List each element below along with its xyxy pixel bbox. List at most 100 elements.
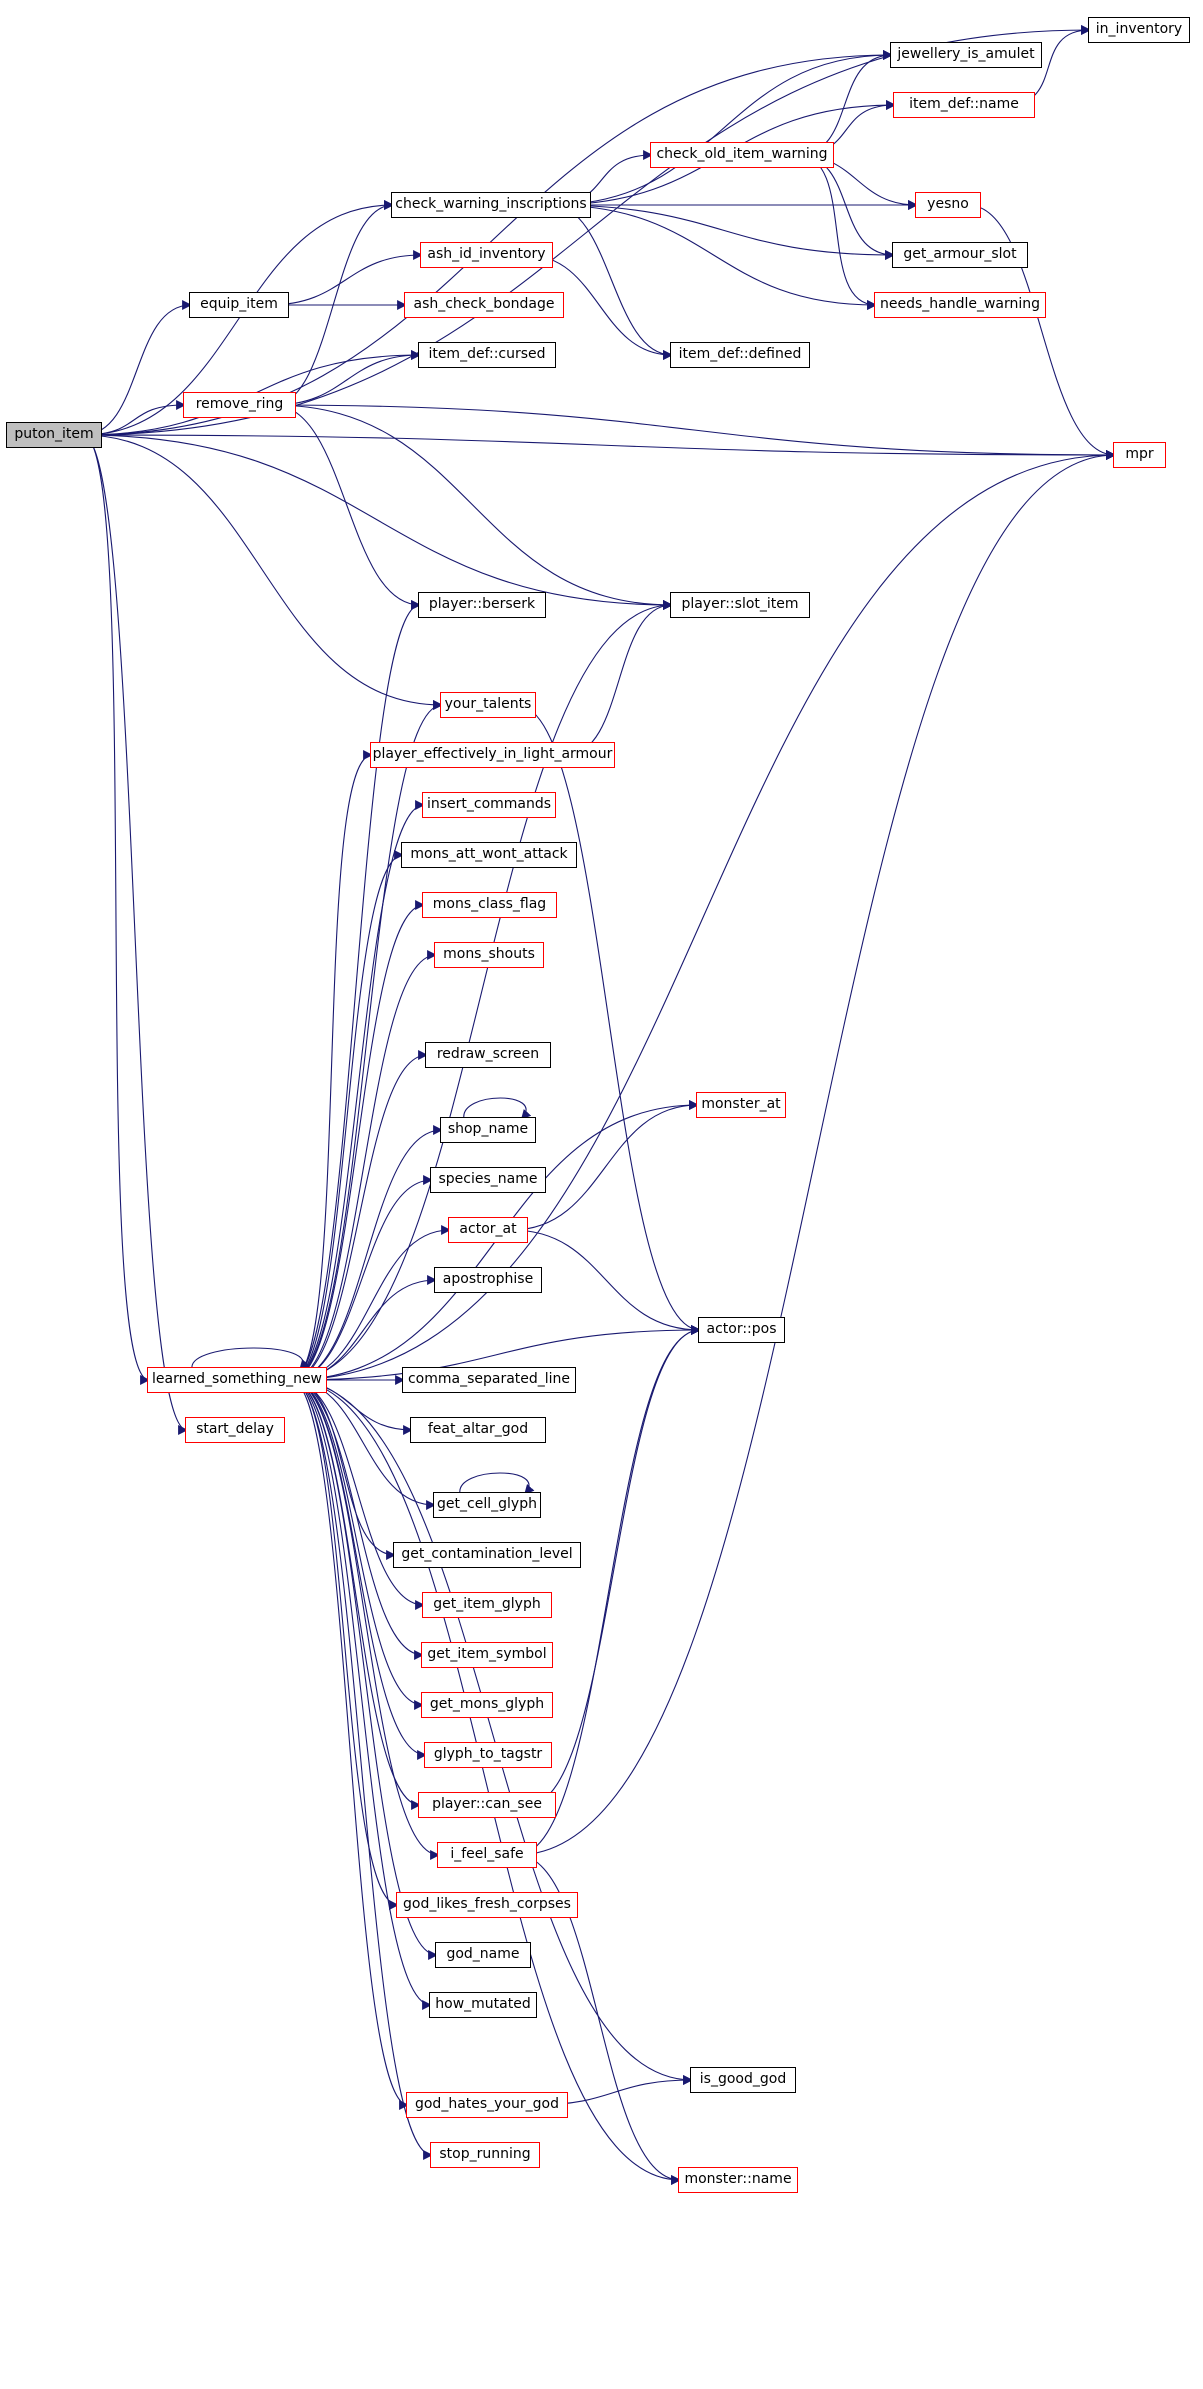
edge-player-can-see-to-actor-pos: [528, 1325, 701, 1806]
node-player-can-see[interactable]: player::can_see: [418, 1792, 556, 1818]
node-glyph-to-tagstr[interactable]: glyph_to_tagstr: [424, 1742, 552, 1768]
node-get-contamination-level[interactable]: get_contamination_level: [393, 1542, 581, 1568]
edge-i-feel-safe-to-mpr: [516, 450, 1116, 1856]
node-in-inventory[interactable]: in_inventory: [1088, 17, 1190, 43]
node-mpr[interactable]: mpr: [1113, 442, 1166, 468]
edge-remove-ring-to-player-berserk: [273, 404, 421, 610]
edge-remove-ring-to-mpr: [273, 404, 1116, 460]
node-god-likes-fresh-corpses[interactable]: god_likes_fresh_corpses: [396, 1892, 578, 1918]
edge-learned-something-new-to-learned-something-new: [191, 1347, 310, 1370]
edge-learned-something-new-to-god-name: [290, 1379, 438, 1960]
node-mons-shouts[interactable]: mons_shouts: [434, 942, 544, 968]
edge-learned-something-new-to-player-effectively-in-light-armour: [290, 750, 373, 1381]
edge-puton-item-to-in-inventory: [82, 25, 1091, 436]
node-comma-separated-line[interactable]: comma_separated_line: [402, 1367, 576, 1393]
edge-check-warning-inscriptions-to-jewellery-is-amulet: [550, 50, 893, 206]
node-item-def-name[interactable]: item_def::name: [893, 92, 1035, 118]
edge-check-warning-inscriptions-to-item-def-defined: [550, 204, 673, 360]
edge-learned-something-new-to-i-feel-safe: [290, 1379, 440, 1860]
node-get-armour-slot[interactable]: get_armour_slot: [892, 242, 1028, 268]
node-stop-running[interactable]: stop_running: [430, 2142, 540, 2168]
edge-learned-something-new-to-player-slot-item: [290, 600, 673, 1381]
edge-get-cell-glyph-to-get-cell-glyph: [459, 1472, 535, 1495]
node-is-good-god[interactable]: is_good_god: [690, 2067, 796, 2093]
node-get-item-symbol[interactable]: get_item_symbol: [421, 1642, 553, 1668]
edge-remove-ring-to-item-def-cursed: [273, 350, 421, 406]
node-feat-altar-god[interactable]: feat_altar_god: [410, 1417, 546, 1443]
node-monster-name[interactable]: monster::name: [678, 2167, 798, 2193]
edge-learned-something-new-to-actor-pos: [290, 1325, 701, 1381]
edge-learned-something-new-to-god-likes-fresh-corpses: [290, 1379, 399, 1910]
edge-learned-something-new-to-player-can-see: [290, 1379, 421, 1810]
node-insert-commands[interactable]: insert_commands: [422, 792, 556, 818]
node-puton-item: puton_item: [6, 422, 102, 448]
edge-puton-item-to-player-slot-item: [82, 434, 673, 610]
edge-yesno-to-mpr: [967, 204, 1116, 460]
node-equip-item[interactable]: equip_item: [189, 292, 289, 318]
node-actor-pos[interactable]: actor::pos: [698, 1317, 785, 1343]
edge-learned-something-new-to-insert-commands: [290, 800, 425, 1381]
node-jewellery-is-amulet[interactable]: jewellery_is_amulet: [890, 42, 1042, 68]
node-player-berserk[interactable]: player::berserk: [418, 592, 546, 618]
node-shop-name[interactable]: shop_name: [440, 1117, 536, 1143]
node-how-mutated[interactable]: how_mutated: [429, 1992, 537, 2018]
node-i-feel-safe[interactable]: i_feel_safe: [437, 1842, 537, 1868]
edge-learned-something-new-to-monster-name: [290, 1379, 681, 2185]
node-get-mons-glyph[interactable]: get_mons_glyph: [421, 1692, 553, 1718]
edge-puton-item-to-equip-item: [82, 300, 192, 436]
edge-learned-something-new-to-is-good-god: [290, 1379, 693, 2085]
node-actor-at[interactable]: actor_at: [448, 1217, 528, 1243]
node-start-delay[interactable]: start_delay: [185, 1417, 285, 1443]
edge-learned-something-new-to-mpr: [290, 450, 1116, 1381]
node-needs-handle-warning[interactable]: needs_handle_warning: [874, 292, 1046, 318]
node-remove-ring[interactable]: remove_ring: [183, 392, 296, 418]
node-yesno[interactable]: yesno: [915, 192, 981, 218]
edge-learned-something-new-to-mons-shouts: [290, 950, 437, 1381]
edge-equip-item-to-ash-id-inventory: [268, 250, 423, 306]
node-check-warning-inscriptions[interactable]: check_warning_inscriptions: [391, 192, 591, 218]
edge-learned-something-new-to-stop-running: [290, 1379, 433, 2160]
edge-learned-something-new-to-how-mutated: [290, 1379, 432, 2010]
node-mons-att-wont-attack[interactable]: mons_att_wont_attack: [401, 842, 577, 868]
node-species-name[interactable]: species_name: [430, 1167, 546, 1193]
edge-check-warning-inscriptions-to-get-armour-slot: [550, 204, 895, 260]
node-god-name[interactable]: god_name: [435, 1942, 531, 1968]
edge-learned-something-new-to-mons-att-wont-attack: [290, 850, 404, 1381]
node-monster-at[interactable]: monster_at: [696, 1092, 786, 1118]
edge-learned-something-new-to-actor-at: [290, 1225, 451, 1381]
edge-remove-ring-to-player-slot-item: [273, 404, 673, 610]
node-item-def-defined[interactable]: item_def::defined: [670, 342, 810, 368]
edge-puton-item-to-start-delay: [82, 434, 188, 1435]
node-your-talents[interactable]: your_talents: [440, 692, 536, 718]
edge-your-talents-to-actor-pos: [516, 704, 701, 1335]
node-player-effectively-in-light-armour[interactable]: player_effectively_in_light_armour: [370, 742, 615, 768]
node-item-def-cursed[interactable]: item_def::cursed: [418, 342, 556, 368]
edge-puton-item-to-learned-something-new: [82, 434, 150, 1385]
edge-puton-item-to-your-talents: [82, 434, 443, 710]
node-ash-check-bondage[interactable]: ash_check_bondage: [404, 292, 564, 318]
edge-learned-something-new-to-redraw-screen: [290, 1050, 428, 1381]
edge-learned-something-new-to-god-hates-your-god: [290, 1379, 409, 2110]
node-ash-id-inventory[interactable]: ash_id_inventory: [420, 242, 553, 268]
edge-check-old-item-warning-to-needs-handle-warning: [797, 154, 877, 310]
node-check-old-item-warning[interactable]: check_old_item_warning: [650, 142, 834, 168]
edge-i-feel-safe-to-monster-name: [516, 1854, 681, 2185]
node-apostrophise[interactable]: apostrophise: [434, 1267, 542, 1293]
node-get-item-glyph[interactable]: get_item_glyph: [422, 1592, 552, 1618]
edge-puton-item-to-mpr: [82, 434, 1116, 460]
edge-learned-something-new-to-player-berserk: [290, 600, 421, 1381]
edge-actor-at-to-actor-pos: [511, 1229, 701, 1335]
node-player-slot-item[interactable]: player::slot_item: [670, 592, 810, 618]
node-learned-something-new[interactable]: learned_something_new: [147, 1367, 327, 1393]
edge-check-warning-inscriptions-to-needs-handle-warning: [550, 204, 877, 310]
node-get-cell-glyph[interactable]: get_cell_glyph: [433, 1492, 541, 1518]
edge-learned-something-new-to-get-item-symbol: [290, 1379, 424, 1660]
node-redraw-screen[interactable]: redraw_screen: [425, 1042, 551, 1068]
node-mons-class-flag[interactable]: mons_class_flag: [422, 892, 557, 918]
edge-learned-something-new-to-get-contamination-level: [290, 1379, 396, 1560]
edge-learned-something-new-to-mons-class-flag: [290, 900, 425, 1381]
node-god-hates-your-god[interactable]: god_hates_your_god: [406, 2092, 568, 2118]
edge-shop-name-to-shop-name: [463, 1097, 532, 1120]
edge-learned-something-new-to-get-mons-glyph: [290, 1379, 424, 1710]
